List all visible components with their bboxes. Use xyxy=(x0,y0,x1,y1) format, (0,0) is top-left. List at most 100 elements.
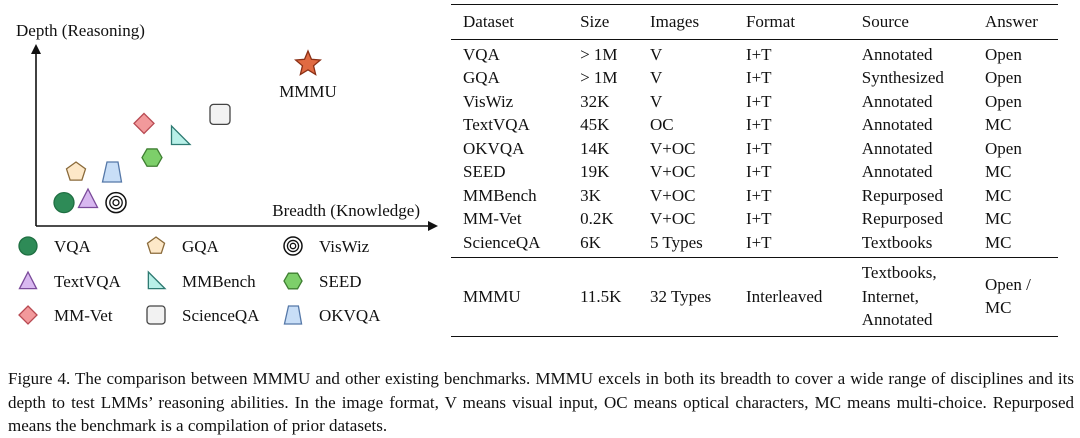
figure-caption: Figure 4. The comparison between MMMU an… xyxy=(8,369,1074,435)
cell-dataset: ScienceQA xyxy=(463,232,541,252)
cell-images: V xyxy=(649,91,663,111)
x-axis-label: Breadth (Knowledge) xyxy=(272,201,420,220)
benchmark-scatter-chart: Depth (Reasoning) Breadth (Knowledge) MM… xyxy=(16,21,438,325)
textvqa-legend-marker xyxy=(18,270,38,290)
cell-source: Textbooks xyxy=(861,232,933,252)
point-label-mmmu: MMMU xyxy=(279,82,337,101)
cell-format: I+T xyxy=(745,44,772,64)
benchmark-comparison-table: Dataset Size Images Format Source Answer… xyxy=(451,4,1058,337)
legend-label: TextVQA xyxy=(54,272,122,291)
cell-format: I+T xyxy=(745,68,772,87)
okvqa-point xyxy=(101,161,123,183)
cell-images: V xyxy=(649,44,663,64)
cell-dataset: GQA xyxy=(463,68,500,87)
points-layer: MMMU xyxy=(53,49,337,214)
vqa-point xyxy=(53,191,75,214)
col-header-answer: Answer xyxy=(985,12,1038,31)
cell-format: I+T xyxy=(745,115,772,134)
col-header-source: Source xyxy=(861,12,909,31)
cell-answer: MC xyxy=(985,185,1012,205)
mmbench-point xyxy=(170,124,192,146)
cell-size: 0.2K xyxy=(580,209,614,228)
cell-answer-line: Open / xyxy=(985,274,1031,294)
cell-images: OC xyxy=(649,115,674,134)
viswiz-legend-marker xyxy=(283,236,303,256)
cell-size: 3K xyxy=(580,185,601,205)
cell-size: 19K xyxy=(580,162,610,181)
okvqa-legend-marker xyxy=(283,305,303,325)
cell-images: V+OC xyxy=(649,185,696,205)
scienceqa-point xyxy=(209,103,231,126)
cell-format: I+T xyxy=(745,232,772,252)
cell-answer: MC xyxy=(985,162,1012,181)
cell-answer: Open xyxy=(985,91,1022,111)
cell-images: V+OC xyxy=(649,209,696,228)
cell-source: Synthesized xyxy=(861,68,944,87)
cell-dataset: SEED xyxy=(463,162,506,181)
col-header-images: Images xyxy=(649,12,700,31)
cell-size: 11.5K xyxy=(580,286,622,306)
seed-point xyxy=(141,148,163,167)
cell-dataset: VisWiz xyxy=(463,91,514,111)
cell-source: Annotated xyxy=(861,138,933,158)
cell-source: Textbooks, Internet, Annotated xyxy=(850,258,973,337)
cell-dataset: VQA xyxy=(463,44,500,64)
benchmark-table-container: Dataset Size Images Format Source Answer… xyxy=(451,4,1058,337)
cell-images: V+OC xyxy=(649,138,696,158)
cell-format: I+T xyxy=(745,91,772,111)
cell-dataset: OKVQA xyxy=(463,138,525,158)
cell-format: I+T xyxy=(745,162,772,181)
cell-answer: Open xyxy=(985,138,1022,158)
cell-format: I+T xyxy=(745,209,772,228)
cell-images: 32 Types xyxy=(649,286,712,306)
mmbench-legend-marker xyxy=(147,270,167,290)
legend-label: SEED xyxy=(319,272,362,291)
cell-images: V+OC xyxy=(649,162,696,181)
cell-source-line: Annotated xyxy=(861,310,933,329)
textvqa-point xyxy=(77,187,99,209)
table-header-row: Dataset Size Images Format Source Answer xyxy=(451,4,1058,39)
cell-size: > 1M xyxy=(580,44,618,64)
seed-legend-marker xyxy=(283,272,303,290)
cell-format: Interleaved xyxy=(745,286,823,306)
cell-size: 32K xyxy=(580,91,610,111)
legend-label: VQA xyxy=(54,237,92,256)
cell-size: 6K xyxy=(580,232,601,252)
cell-answer: Open xyxy=(985,68,1022,87)
table-row: SEED 19K V+OC I+T Annotated MC xyxy=(451,160,1058,184)
cell-dataset: MMBench xyxy=(463,185,537,205)
mm-vet-legend-marker xyxy=(18,305,38,325)
vqa-legend-marker xyxy=(18,236,38,256)
cell-images: 5 Types xyxy=(649,232,703,252)
cell-source: Repurposed xyxy=(861,209,943,228)
cell-source-line: Textbooks, xyxy=(861,263,937,282)
cell-source: Repurposed xyxy=(861,185,943,205)
legend-label: MM-Vet xyxy=(54,306,113,325)
cell-answer: MC xyxy=(985,232,1012,252)
cell-source: Annotated xyxy=(861,115,933,134)
legend-label: OKVQA xyxy=(319,306,381,325)
col-header-format: Format xyxy=(745,12,796,31)
legend-label: VisWiz xyxy=(319,237,370,256)
cell-dataset: TextVQA xyxy=(463,115,530,134)
cell-size: 14K xyxy=(580,138,610,158)
cell-source: Annotated xyxy=(861,44,933,64)
legend-label: GQA xyxy=(182,237,220,256)
legend-label: MMBench xyxy=(182,272,256,291)
mmmu-point xyxy=(294,49,322,76)
table-row: TextVQA 45K OC I+T Annotated MC xyxy=(451,113,1058,137)
cell-size: 45K xyxy=(580,115,610,134)
cell-answer-line: MC xyxy=(985,298,1012,318)
cell-answer: MC xyxy=(985,115,1012,134)
gqa-legend-marker xyxy=(146,236,166,254)
cell-dataset: MMMU xyxy=(463,286,521,306)
cell-source: Annotated xyxy=(861,162,933,181)
cell-answer: Open / MC xyxy=(973,258,1058,337)
col-header-dataset: Dataset xyxy=(463,12,514,31)
